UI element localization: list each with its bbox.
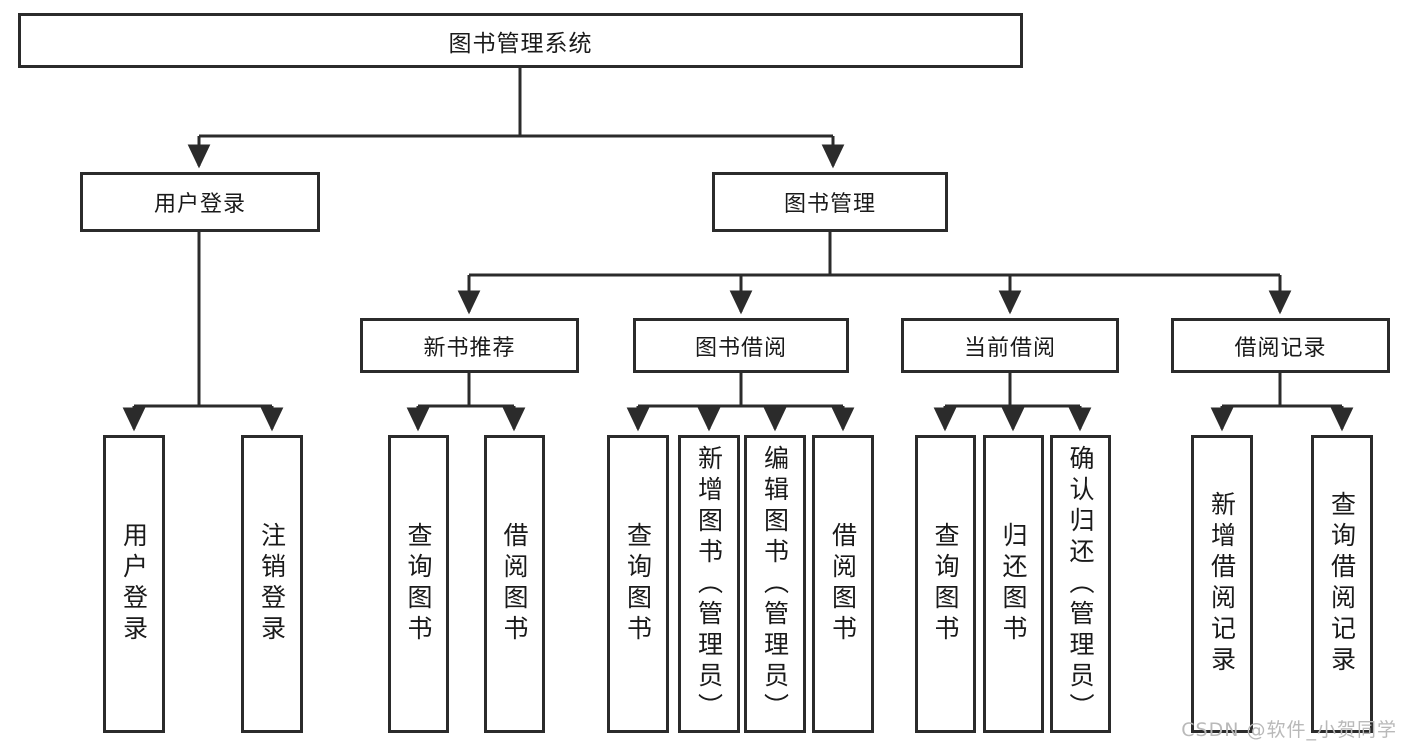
node-book-borrow[interactable]: 图书借阅	[633, 318, 849, 373]
node-borrow-record[interactable]: 借阅记录	[1171, 318, 1390, 373]
node-root-system[interactable]: 图书管理系统	[18, 13, 1023, 68]
leaf-add-borrow-record[interactable]: 新增借阅记录	[1191, 435, 1253, 733]
leaf-confirm-return-admin[interactable]: 确认归还（管理员）	[1050, 435, 1111, 733]
leaf-query-book-recommend[interactable]: 查询图书	[388, 435, 449, 733]
node-book-management[interactable]: 图书管理	[712, 172, 948, 232]
node-user-login[interactable]: 用户登录	[80, 172, 320, 232]
leaf-query-book-borrow[interactable]: 查询图书	[607, 435, 669, 733]
leaf-borrow-book-recommend[interactable]: 借阅图书	[484, 435, 545, 733]
leaf-query-book-current[interactable]: 查询图书	[915, 435, 976, 733]
leaf-edit-book-admin[interactable]: 编辑图书（管理员）	[744, 435, 806, 733]
leaf-borrow-book[interactable]: 借阅图书	[812, 435, 874, 733]
leaf-user-login[interactable]: 用户登录	[103, 435, 165, 733]
leaf-add-book-admin[interactable]: 新增图书（管理员）	[678, 435, 740, 733]
leaf-logout[interactable]: 注销登录	[241, 435, 303, 733]
node-current-borrow[interactable]: 当前借阅	[901, 318, 1119, 373]
leaf-query-borrow-record[interactable]: 查询借阅记录	[1311, 435, 1373, 733]
node-new-book-recommend[interactable]: 新书推荐	[360, 318, 579, 373]
leaf-return-book[interactable]: 归还图书	[983, 435, 1044, 733]
